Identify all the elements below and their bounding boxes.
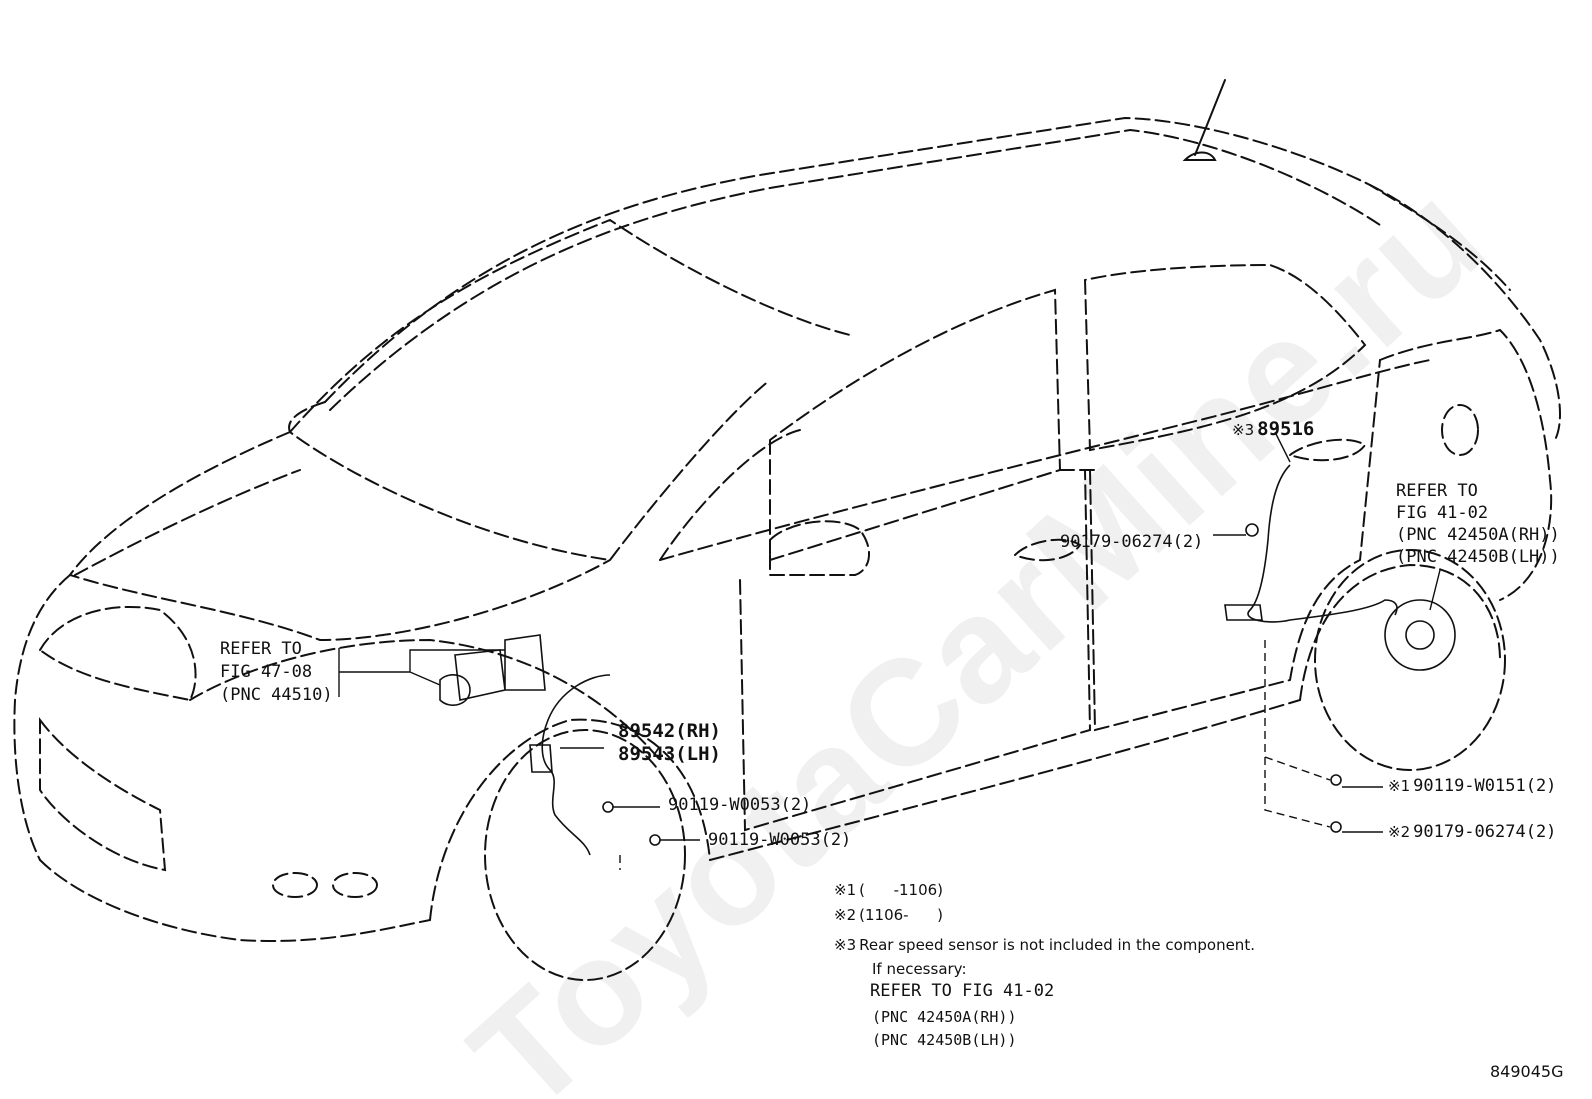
rear-hatch — [1369, 184, 1561, 441]
note-3-pnc-a: (PNC 42450A(RH)) — [872, 1008, 1017, 1026]
note-3-refer: REFER TO FIG 41-02 — [870, 981, 1055, 1001]
refer-abs-line2: FIG 47-08 — [220, 662, 313, 682]
rear-sensor-connector — [1224, 604, 1263, 621]
front-window — [769, 288, 1062, 562]
grille — [39, 717, 167, 872]
note-1-text: ( -1106) — [859, 881, 944, 899]
leader-rear-dashed — [1264, 640, 1331, 828]
note-3-pnc-b: (PNC 42450B(LH)) — [872, 1031, 1017, 1049]
windshield — [288, 379, 771, 562]
mirror — [769, 520, 870, 576]
nut-rear2-number: 90179-06274(2) — [1413, 822, 1557, 842]
note-3-text: Rear speed sensor is not included in the… — [859, 936, 1255, 954]
rear-hub-inner — [1405, 620, 1435, 650]
leader-rear-sensor — [1274, 431, 1291, 463]
rear-window — [1084, 263, 1367, 452]
a-pillar — [659, 429, 801, 561]
hood — [68, 431, 611, 642]
rear-sensor-mark: ※3 — [1232, 421, 1255, 439]
rear-door-handle — [1287, 438, 1367, 462]
bolt-front-2-icon — [649, 834, 661, 846]
rear-arch — [1299, 563, 1501, 701]
note-2-text: (1106- ) — [859, 906, 944, 924]
headlight — [38, 606, 197, 702]
figure-id: 849045G — [1490, 1062, 1564, 1081]
front-sensor-rh-label: 89542(RH) — [618, 720, 721, 742]
bolt-rear-icon — [1330, 774, 1342, 786]
rear-sensor-number: 89516 — [1257, 418, 1315, 440]
front-sensor-harness — [541, 674, 611, 856]
refer-abs-line3: (PNC 44510) — [220, 685, 333, 705]
hood-crease — [74, 469, 301, 576]
bolt-front-1-label: 90119-W0053(2) — [668, 795, 812, 815]
nut-rear-icon — [1245, 523, 1259, 537]
rear-sensor-harness — [1247, 464, 1398, 623]
note-2: ※2(1106- ) — [834, 908, 943, 923]
abs-actuator — [439, 634, 546, 706]
fender-front — [189, 638, 661, 761]
note-1-mark: ※1 — [834, 881, 857, 899]
fog-light-left — [272, 872, 318, 898]
refer-rear-line1: REFER TO — [1396, 481, 1478, 501]
antenna-base — [1182, 151, 1217, 161]
windshield-top — [289, 218, 851, 433]
front-left-edge — [13, 574, 71, 861]
antenna — [1194, 79, 1226, 156]
front-sensor-bracket — [529, 744, 553, 773]
nut-rear2-mark: ※2 — [1388, 823, 1411, 841]
rear-hub-outer — [1384, 599, 1456, 671]
bolt-front-2-label: 90119-W0053(2) — [708, 830, 852, 850]
note-3-sub: If necessary: — [872, 960, 967, 978]
nut-rear-label: 90179-06274(2) — [1060, 532, 1204, 552]
bolt-rear-mark: ※1 — [1388, 777, 1411, 795]
beltline — [659, 359, 1431, 561]
note-3-mark: ※3 — [834, 936, 857, 954]
fender-arch — [429, 718, 711, 921]
rear-quarter — [1379, 328, 1553, 601]
front-sensor-lh-label: 89543(LH) — [618, 743, 721, 765]
rear-tire — [1314, 549, 1506, 771]
refer-rear-line2: FIG 41-02 — [1396, 503, 1489, 523]
leader-refer-rear — [1429, 569, 1441, 611]
fog-light-right — [332, 872, 378, 898]
front-door-handle — [1013, 538, 1082, 562]
front-door — [739, 469, 1092, 832]
roof-rail — [329, 128, 1381, 411]
bolt-front-1-icon — [602, 801, 614, 813]
refer-abs-line1: REFER TO — [220, 639, 302, 659]
bolt-rear-number: 90119-W0151(2) — [1413, 776, 1557, 796]
front-tire — [484, 729, 686, 981]
rear-door — [1089, 359, 1381, 732]
refer-rear-line3: (PNC 42450A(RH)) — [1396, 525, 1560, 545]
note-2-mark: ※2 — [834, 906, 857, 924]
fuel-door — [1441, 404, 1479, 456]
refer-rear-line4: (PNC 42450B(LH)) — [1396, 547, 1560, 567]
roof-outline — [324, 116, 1511, 403]
nut-rear2-icon — [1330, 821, 1342, 833]
bumper-lower — [39, 859, 431, 942]
rocker — [709, 699, 1301, 861]
note-1: ※1( -1106) — [834, 883, 943, 898]
leader-refer-abs — [338, 648, 505, 697]
